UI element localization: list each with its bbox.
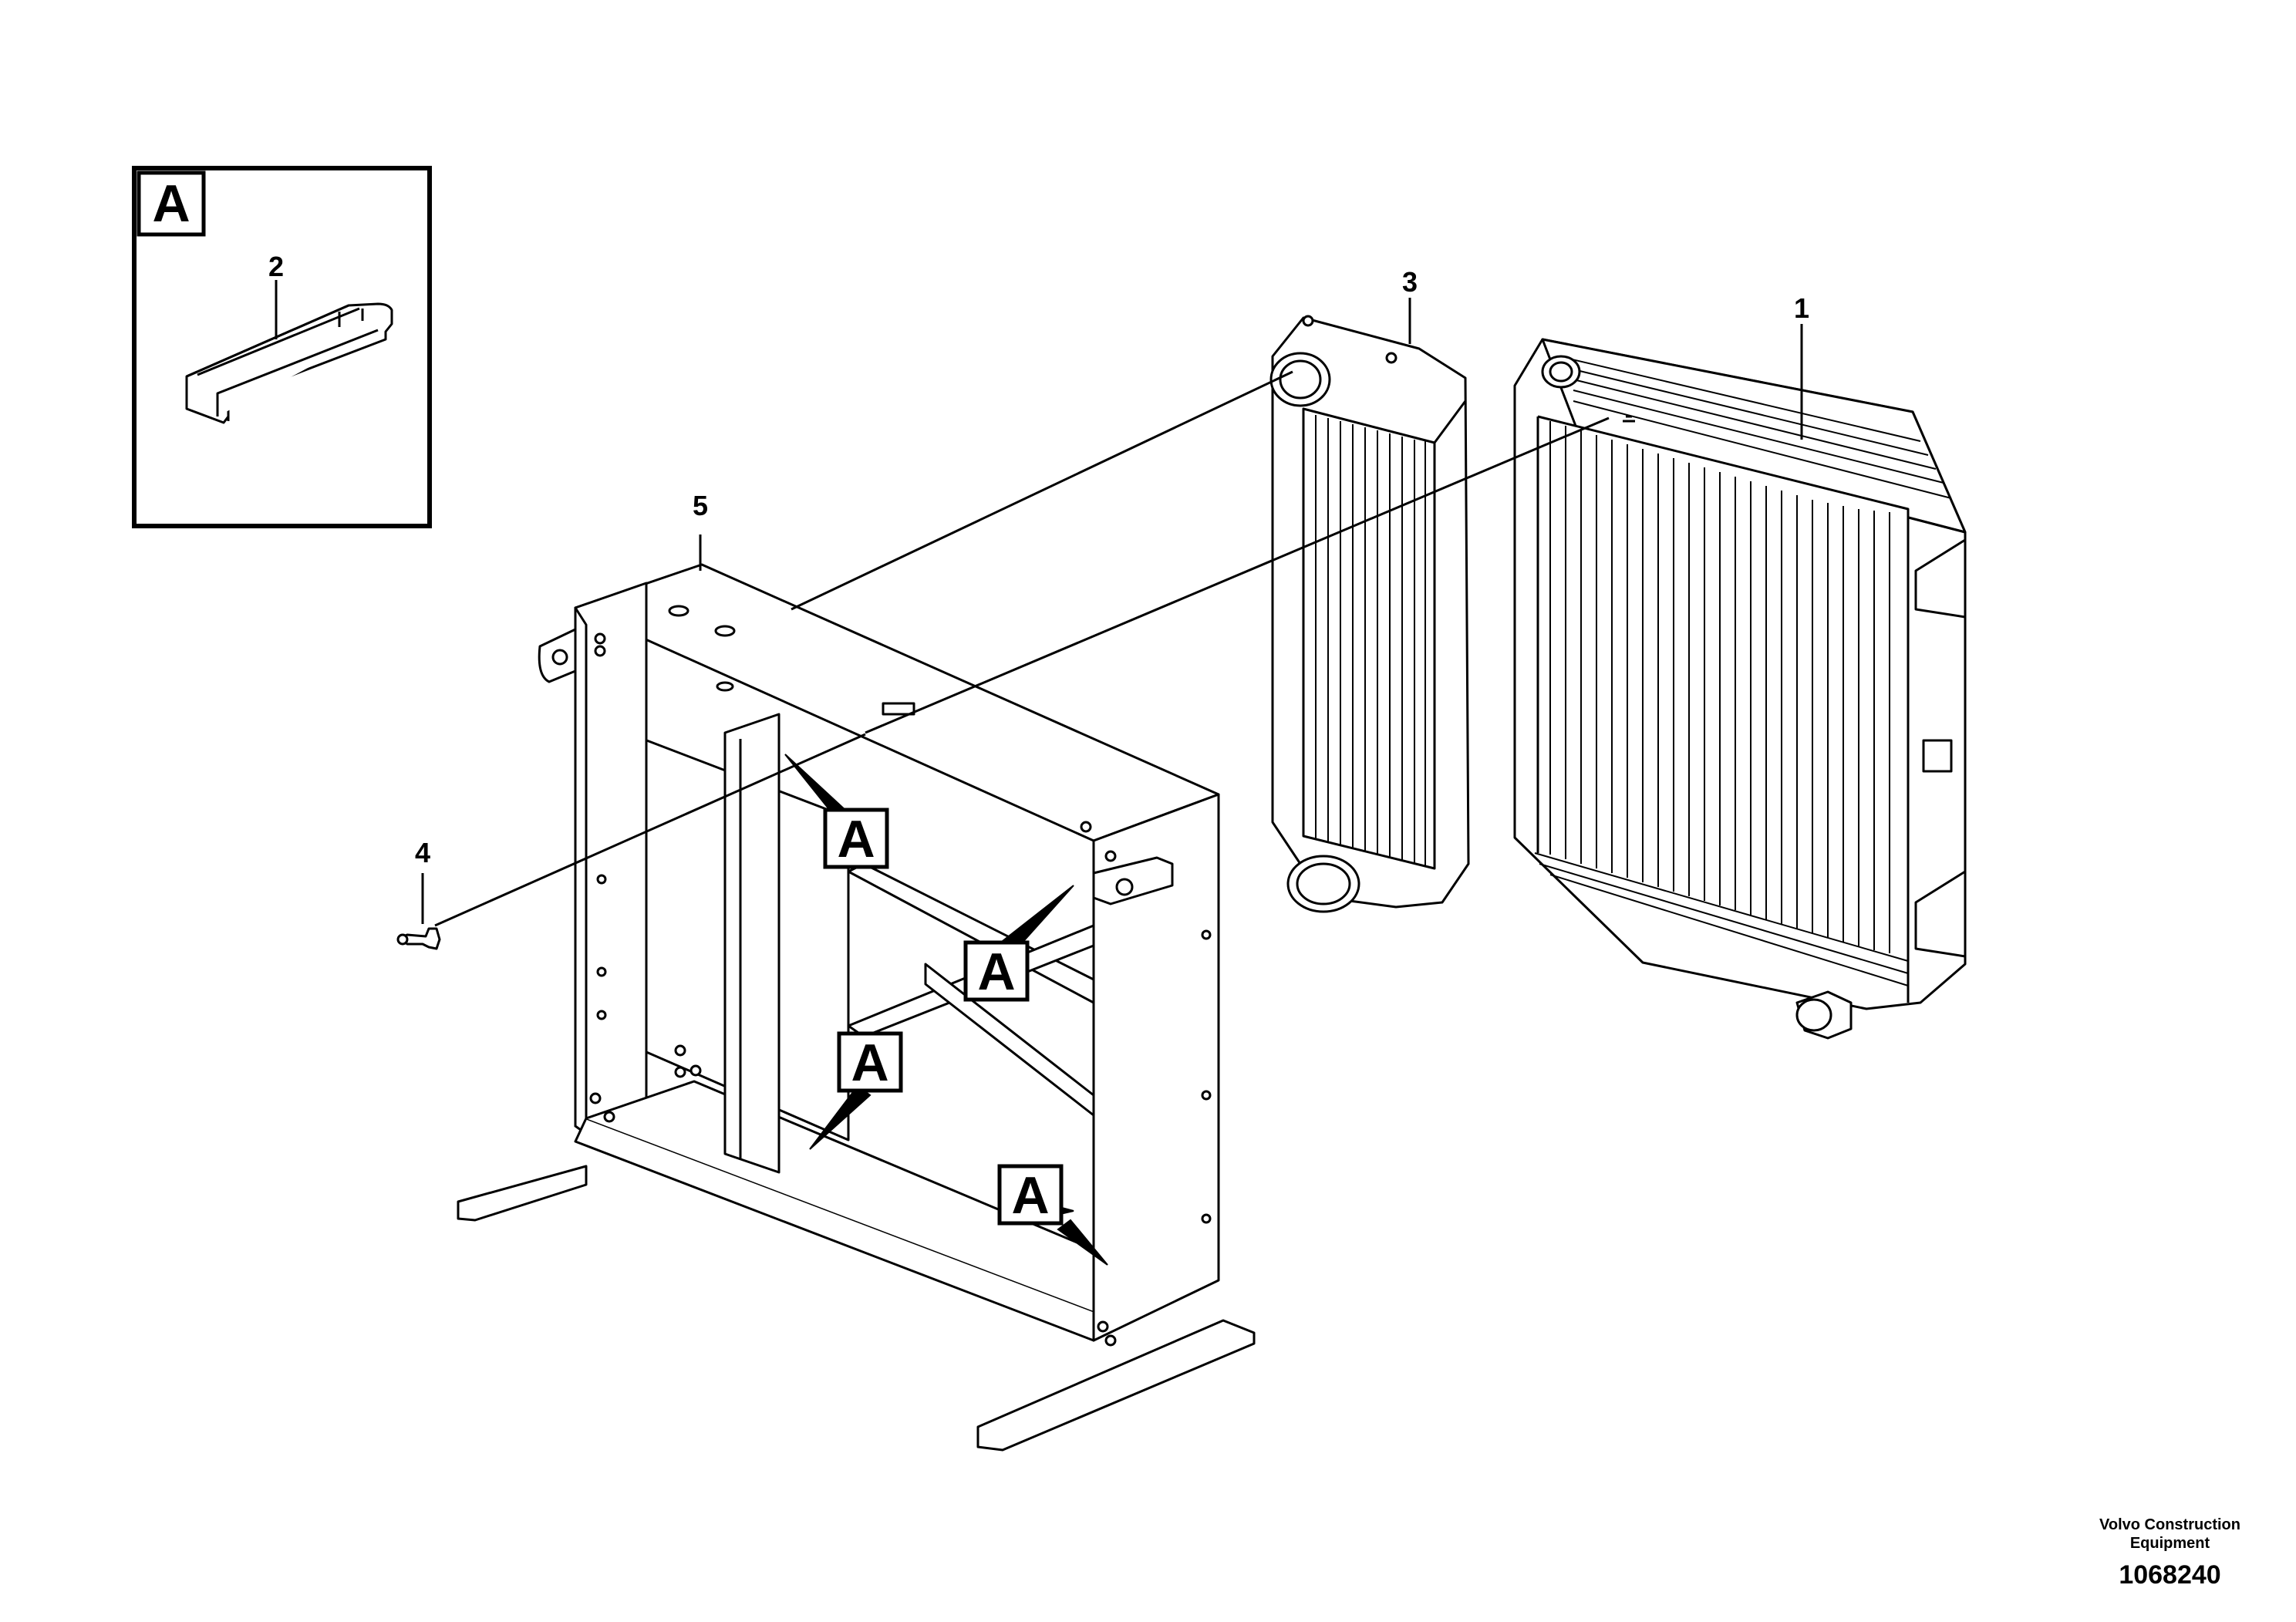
inset-callout-letter: A [152, 174, 190, 233]
callout-box-a-1: A [823, 808, 889, 869]
part-3-intercooler [1269, 315, 1470, 913]
part-label-1: 1 [1794, 292, 1809, 324]
svg-text:A: A [851, 1034, 888, 1092]
svg-text:A: A [977, 943, 1015, 1001]
drawing-number: 1068240 [2119, 1560, 2221, 1590]
part-2-bracket [185, 302, 393, 424]
part-5-frame [457, 563, 1256, 1452]
part-4-fitting [396, 927, 441, 950]
callout-pointers [784, 754, 1108, 1266]
drawing-footer: Volvo Construction Equipment 1068240 [2099, 1516, 2240, 1591]
part-label-2: 2 [268, 251, 284, 282]
part-label-5: 5 [693, 490, 708, 521]
callout-box-a-3: A [837, 1031, 903, 1093]
part-1-radiator [1513, 338, 1967, 1040]
company-name-line-1: Volvo Construction [2099, 1516, 2240, 1533]
detail-inset-a [132, 166, 432, 528]
company-name-line-2: Equipment [2129, 1535, 2210, 1552]
part-label-3: 3 [1402, 266, 1418, 298]
callout-box-a-2: A [963, 940, 1030, 1002]
svg-text:A: A [1011, 1166, 1049, 1225]
part-label-4: 4 [415, 837, 430, 868]
svg-text:A: A [837, 810, 875, 868]
callout-box-a-4: A [997, 1164, 1064, 1226]
